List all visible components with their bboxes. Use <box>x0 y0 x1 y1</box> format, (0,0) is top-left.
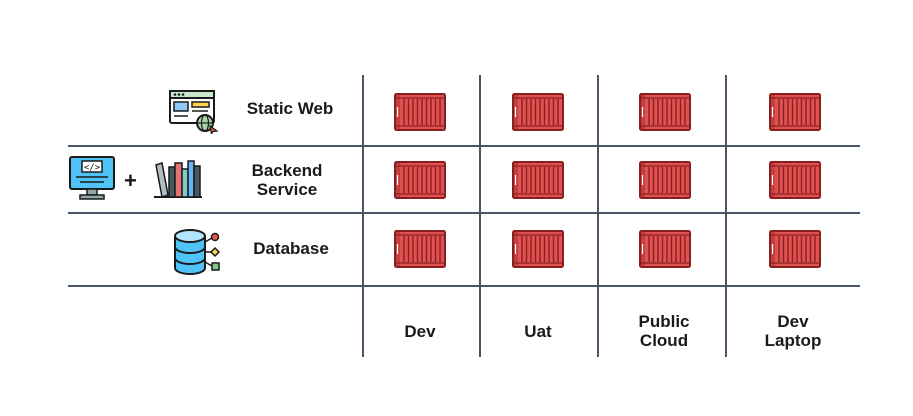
shipping-container-icon <box>394 93 446 131</box>
col-divider-3 <box>597 75 599 357</box>
column-label-line1: Public <box>638 312 690 331</box>
shipping-container-icon <box>512 161 564 199</box>
row-label-text: Database <box>253 239 329 258</box>
column-label-line1: Dev <box>777 312 809 331</box>
column-label-dev: Dev <box>365 322 475 341</box>
row-label-backend-service: Backend Service <box>232 161 342 199</box>
database-icon <box>174 229 221 275</box>
svg-text:</>: </> <box>84 163 101 173</box>
shipping-container-icon <box>639 161 691 199</box>
shipping-container-icon <box>639 93 691 131</box>
shipping-container-icon <box>769 230 821 268</box>
shipping-container-icon <box>394 230 446 268</box>
plus-icon: + <box>124 168 137 193</box>
column-label-uat: Uat <box>483 322 593 341</box>
shipping-container-icon <box>394 161 446 199</box>
col-divider-1 <box>362 75 364 357</box>
books-icon <box>154 160 202 198</box>
column-label-line2: Cloud <box>639 331 689 350</box>
column-label-text: Uat <box>524 322 552 341</box>
row-label-text: Static Web <box>246 99 334 118</box>
column-label-line2: Laptop <box>764 331 822 350</box>
row-label-line2: Service <box>256 180 318 199</box>
col-divider-2 <box>479 75 481 357</box>
row-divider-2 <box>68 212 860 214</box>
shipping-container-icon <box>769 93 821 131</box>
row-label-static-web: Static Web <box>232 99 348 118</box>
shipping-container-icon <box>769 161 821 199</box>
shipping-container-icon <box>512 230 564 268</box>
code-monitor-icon: </> <box>69 156 115 200</box>
row-label-line1: Backend <box>251 161 323 180</box>
col-divider-4 <box>725 75 727 357</box>
column-label-text: Dev <box>404 322 436 341</box>
shipping-container-icon <box>512 93 564 131</box>
web-design-icon <box>169 90 219 134</box>
shipping-container-icon <box>639 230 691 268</box>
row-divider-1 <box>68 145 860 147</box>
row-label-database: Database <box>236 239 346 258</box>
column-label-public-cloud: Public Cloud <box>609 312 719 350</box>
row-divider-3 <box>68 285 860 287</box>
column-label-dev-laptop: Dev Laptop <box>738 312 848 350</box>
